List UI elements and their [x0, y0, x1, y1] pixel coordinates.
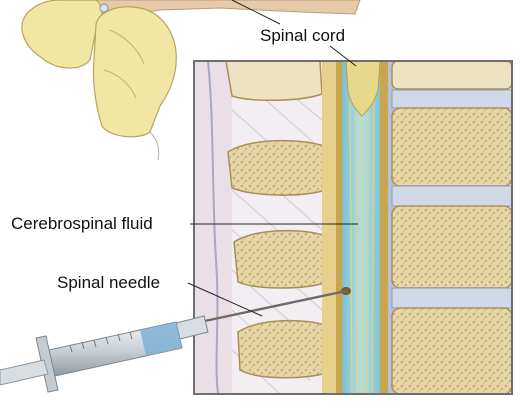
- disc: [391, 185, 512, 207]
- leader-needle: [187, 282, 263, 317]
- syringe-plunger: [0, 359, 49, 386]
- leader-lines: [187, 0, 358, 317]
- anterior-dura: [380, 61, 388, 394]
- needle-icon: [198, 289, 348, 324]
- label-cerebrospinal-fluid: Cerebrospinal fluid: [11, 214, 153, 233]
- cross-section-frame: [193, 60, 513, 395]
- left-glove: [21, 0, 103, 69]
- hub-icon: [99, 3, 109, 13]
- syringe: [0, 289, 348, 393]
- anterior-ligament: [388, 61, 394, 394]
- cauda-equina-fibers: [349, 99, 375, 394]
- label-spinal-needle: Spinal needle: [57, 273, 161, 292]
- spinous-processes: [225, 61, 331, 379]
- syringe-fluid: [140, 322, 182, 356]
- back-tissue: [194, 61, 232, 394]
- right-glove: [92, 6, 177, 138]
- sleeve-line: [149, 131, 160, 161]
- leader-spinal-cord-2: [329, 45, 357, 67]
- vertebral-bodies: [391, 61, 512, 394]
- spine-cross-section: [194, 61, 512, 394]
- dura: [336, 61, 344, 394]
- disc: [391, 287, 512, 309]
- back-tissue-edge: [207, 61, 219, 394]
- hands-group: [21, 0, 361, 161]
- syringe-scale-ticks: [69, 331, 133, 353]
- spinal-cord: [345, 61, 381, 117]
- glove-finger-line: [103, 29, 145, 99]
- leader-spinal-cord: [231, 0, 281, 25]
- label-spinal-cord: Spinal cord: [260, 26, 346, 45]
- disc: [391, 89, 512, 109]
